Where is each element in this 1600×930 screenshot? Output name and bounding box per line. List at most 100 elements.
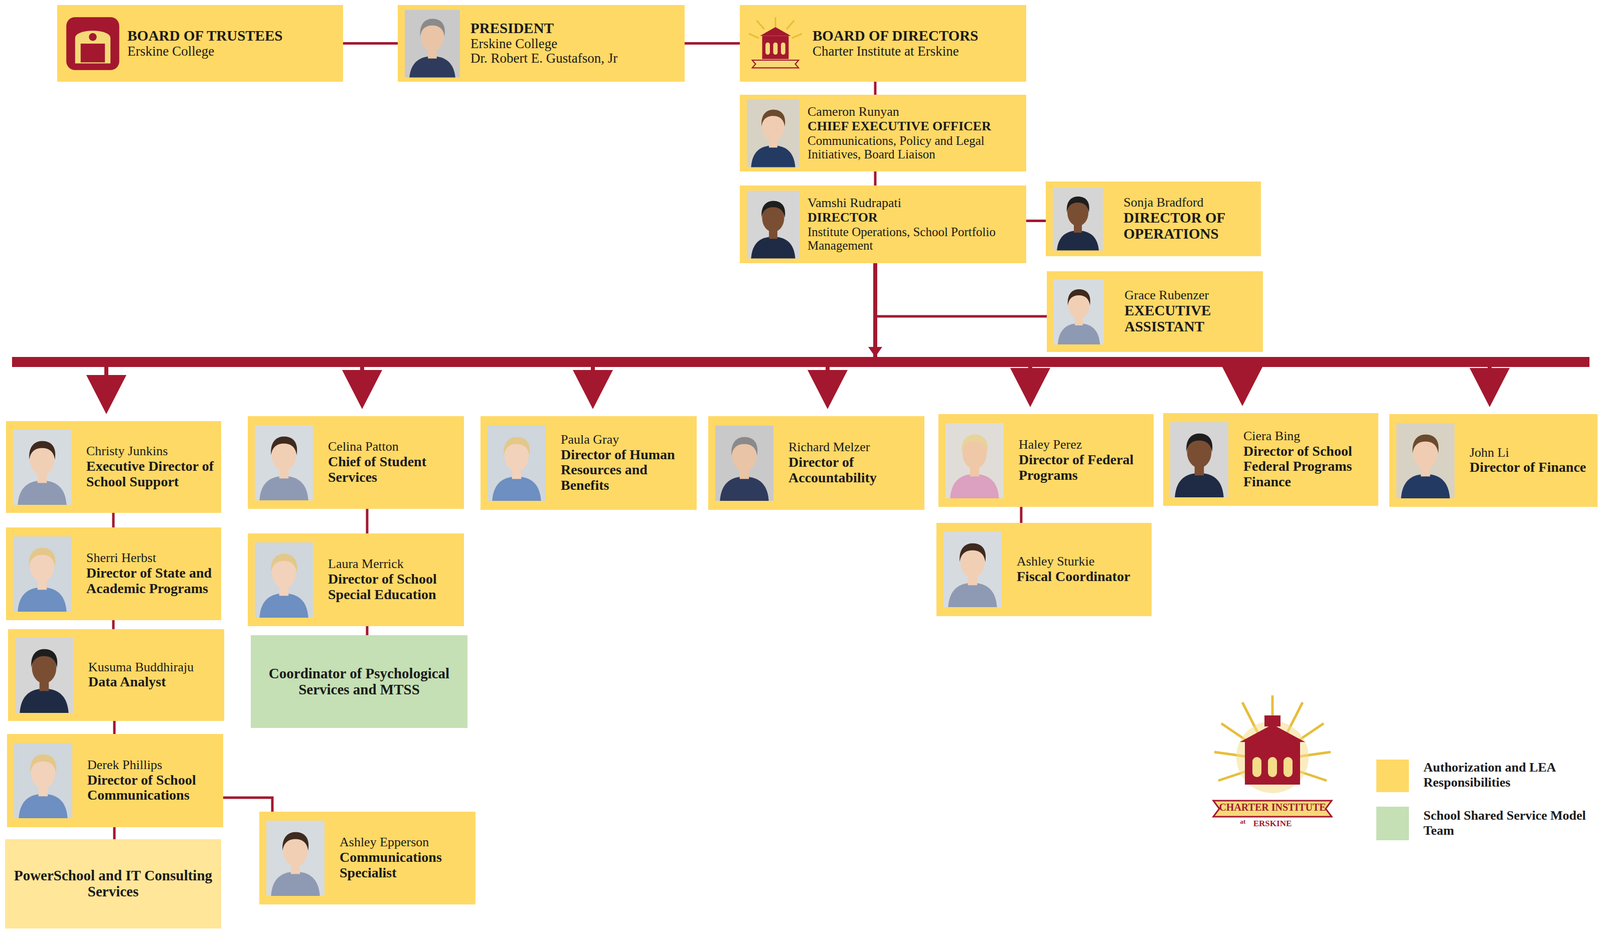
box-heading: John Li bbox=[1469, 445, 1592, 461]
logo-building bbox=[762, 35, 789, 59]
photo-ground bbox=[746, 190, 800, 259]
box-text: Dr. Robert E. Gustafson, Jr bbox=[470, 51, 679, 67]
portrait-photo bbox=[746, 190, 800, 259]
box-heading: Cameron Runyan bbox=[807, 104, 1021, 120]
portrait-photo bbox=[1053, 279, 1104, 345]
decor-line bbox=[786, 20, 794, 30]
photo-hair bbox=[29, 440, 56, 460]
box-heading: Derek Phillips bbox=[87, 758, 218, 773]
photo-hair bbox=[961, 434, 988, 453]
text-block: PRESIDENTErskine CollegeDr. Robert E. Gu… bbox=[470, 20, 679, 67]
photo-frame bbox=[715, 425, 774, 502]
box-heading: Laura Merrick bbox=[328, 557, 458, 572]
decor-line bbox=[791, 33, 803, 39]
photo-ground bbox=[1052, 187, 1103, 251]
text-block: Haley PerezDirector of Federal Programs bbox=[1018, 437, 1148, 484]
photo-shoulders bbox=[270, 871, 320, 896]
portrait-photo bbox=[404, 9, 460, 78]
photo-hair bbox=[1412, 434, 1439, 453]
connector bbox=[572, 263, 876, 410]
connector-line bbox=[1026, 219, 1046, 223]
box-heading: Ashley Epperson bbox=[339, 835, 470, 851]
photo-shoulders bbox=[492, 476, 541, 501]
connector bbox=[114, 827, 115, 840]
photo-ground bbox=[487, 425, 546, 502]
connector bbox=[875, 81, 876, 95]
box-heading: Kusuma Buddhiraju bbox=[88, 660, 219, 676]
logo-frame bbox=[65, 16, 121, 72]
portrait-photo bbox=[1170, 422, 1229, 498]
box-text: Communications Specialist bbox=[339, 850, 470, 882]
decor-line bbox=[756, 20, 765, 30]
photo-frame bbox=[13, 536, 72, 612]
connector-line bbox=[366, 509, 369, 534]
text-block: Celina PattonChief of Student Services bbox=[328, 439, 458, 486]
logo-window bbox=[1283, 757, 1293, 778]
photo-ground bbox=[14, 743, 73, 819]
legend-swatch bbox=[1376, 807, 1409, 841]
connector bbox=[223, 797, 273, 813]
photo-shoulders bbox=[18, 794, 68, 819]
connector-line bbox=[366, 626, 369, 636]
photo-frame bbox=[1053, 279, 1104, 345]
legend-text: Authorization and LEA Responsibilities bbox=[1423, 760, 1589, 791]
box-text: Director of Accountability bbox=[788, 454, 919, 487]
photo-shoulders bbox=[719, 476, 769, 501]
logo-window bbox=[1252, 757, 1262, 778]
portrait-photo bbox=[266, 821, 325, 897]
connector bbox=[875, 171, 876, 186]
text-block: Grace RubenzerEXECUTIVE ASSISTANT bbox=[1124, 288, 1257, 335]
photo-frame bbox=[487, 425, 546, 502]
person-box: Kusuma BuddhirajuData Analyst bbox=[8, 629, 225, 722]
connector-line bbox=[592, 263, 876, 371]
photo-frame bbox=[266, 821, 325, 897]
photo-shoulders bbox=[17, 480, 67, 505]
box-heading: Vamshi Rudrapati bbox=[807, 196, 1021, 211]
connector-line bbox=[106, 263, 876, 376]
logo-ground bbox=[66, 17, 120, 71]
text-block: Sonja BradfordDIRECTOR OF OPERATIONS bbox=[1123, 195, 1255, 242]
connector bbox=[1026, 220, 1046, 222]
connector-line bbox=[875, 263, 1490, 369]
connector-line bbox=[113, 827, 116, 840]
text-block: BOARD OF DIRECTORSCharter Institute at E… bbox=[812, 28, 1021, 60]
portrait-photo bbox=[1052, 187, 1103, 251]
logo-text: CHARTER INSTITUTE bbox=[1218, 802, 1326, 814]
logo-ribbon bbox=[752, 60, 799, 68]
box-heading: Ashley Sturkie bbox=[1016, 554, 1146, 570]
photo-hair bbox=[503, 436, 530, 456]
photo-frame bbox=[746, 190, 800, 259]
photo-ground bbox=[1170, 422, 1229, 498]
connector-line bbox=[875, 263, 1031, 369]
text-block: Paula GrayDirector of Human Resources an… bbox=[560, 432, 691, 494]
text-block: Ashley EppersonCommunications Specialist bbox=[339, 835, 470, 881]
connector bbox=[113, 620, 114, 630]
text-block: BOARD OF TRUSTEESErskine College bbox=[127, 28, 338, 60]
logo-frame bbox=[747, 16, 804, 72]
portrait-photo bbox=[1396, 423, 1455, 499]
box-text: Director of School Federal Programs Fina… bbox=[1243, 443, 1373, 491]
college-logo bbox=[65, 16, 121, 72]
box-text: Data Analyst bbox=[88, 674, 219, 691]
logo-text: at bbox=[1240, 818, 1246, 827]
photo-shoulders bbox=[17, 587, 67, 612]
photo-ground bbox=[15, 637, 74, 714]
box-heading: Christy Junkins bbox=[86, 444, 216, 459]
person-box: Richard MelzerDirector of Accountability bbox=[708, 416, 925, 511]
text-block: Ashley SturkieFiscal Coordinator bbox=[1016, 554, 1146, 585]
connector bbox=[342, 263, 876, 410]
logo-roof bbox=[759, 27, 791, 37]
logo-text: ERSKINE bbox=[1253, 819, 1293, 830]
text-block: Richard MelzerDirector of Accountability bbox=[788, 440, 919, 486]
box-heading: PRESIDENT bbox=[470, 20, 679, 37]
portrait-photo bbox=[14, 743, 73, 819]
person-box: Derek PhillipsDirector of School Communi… bbox=[7, 734, 224, 828]
logo-window bbox=[765, 42, 770, 55]
text-block: John LiDirector of Finance bbox=[1469, 445, 1592, 476]
box-text: Director of State and Academic Programs bbox=[86, 565, 216, 597]
box-text: PowerSchool and IT Consulting Services bbox=[12, 868, 215, 901]
photo-frame bbox=[13, 429, 72, 506]
photo-frame bbox=[945, 423, 1004, 499]
text-block: Vamshi RudrapatiDIRECTORInstitute Operat… bbox=[807, 196, 1021, 253]
photo-ground bbox=[1053, 279, 1104, 345]
